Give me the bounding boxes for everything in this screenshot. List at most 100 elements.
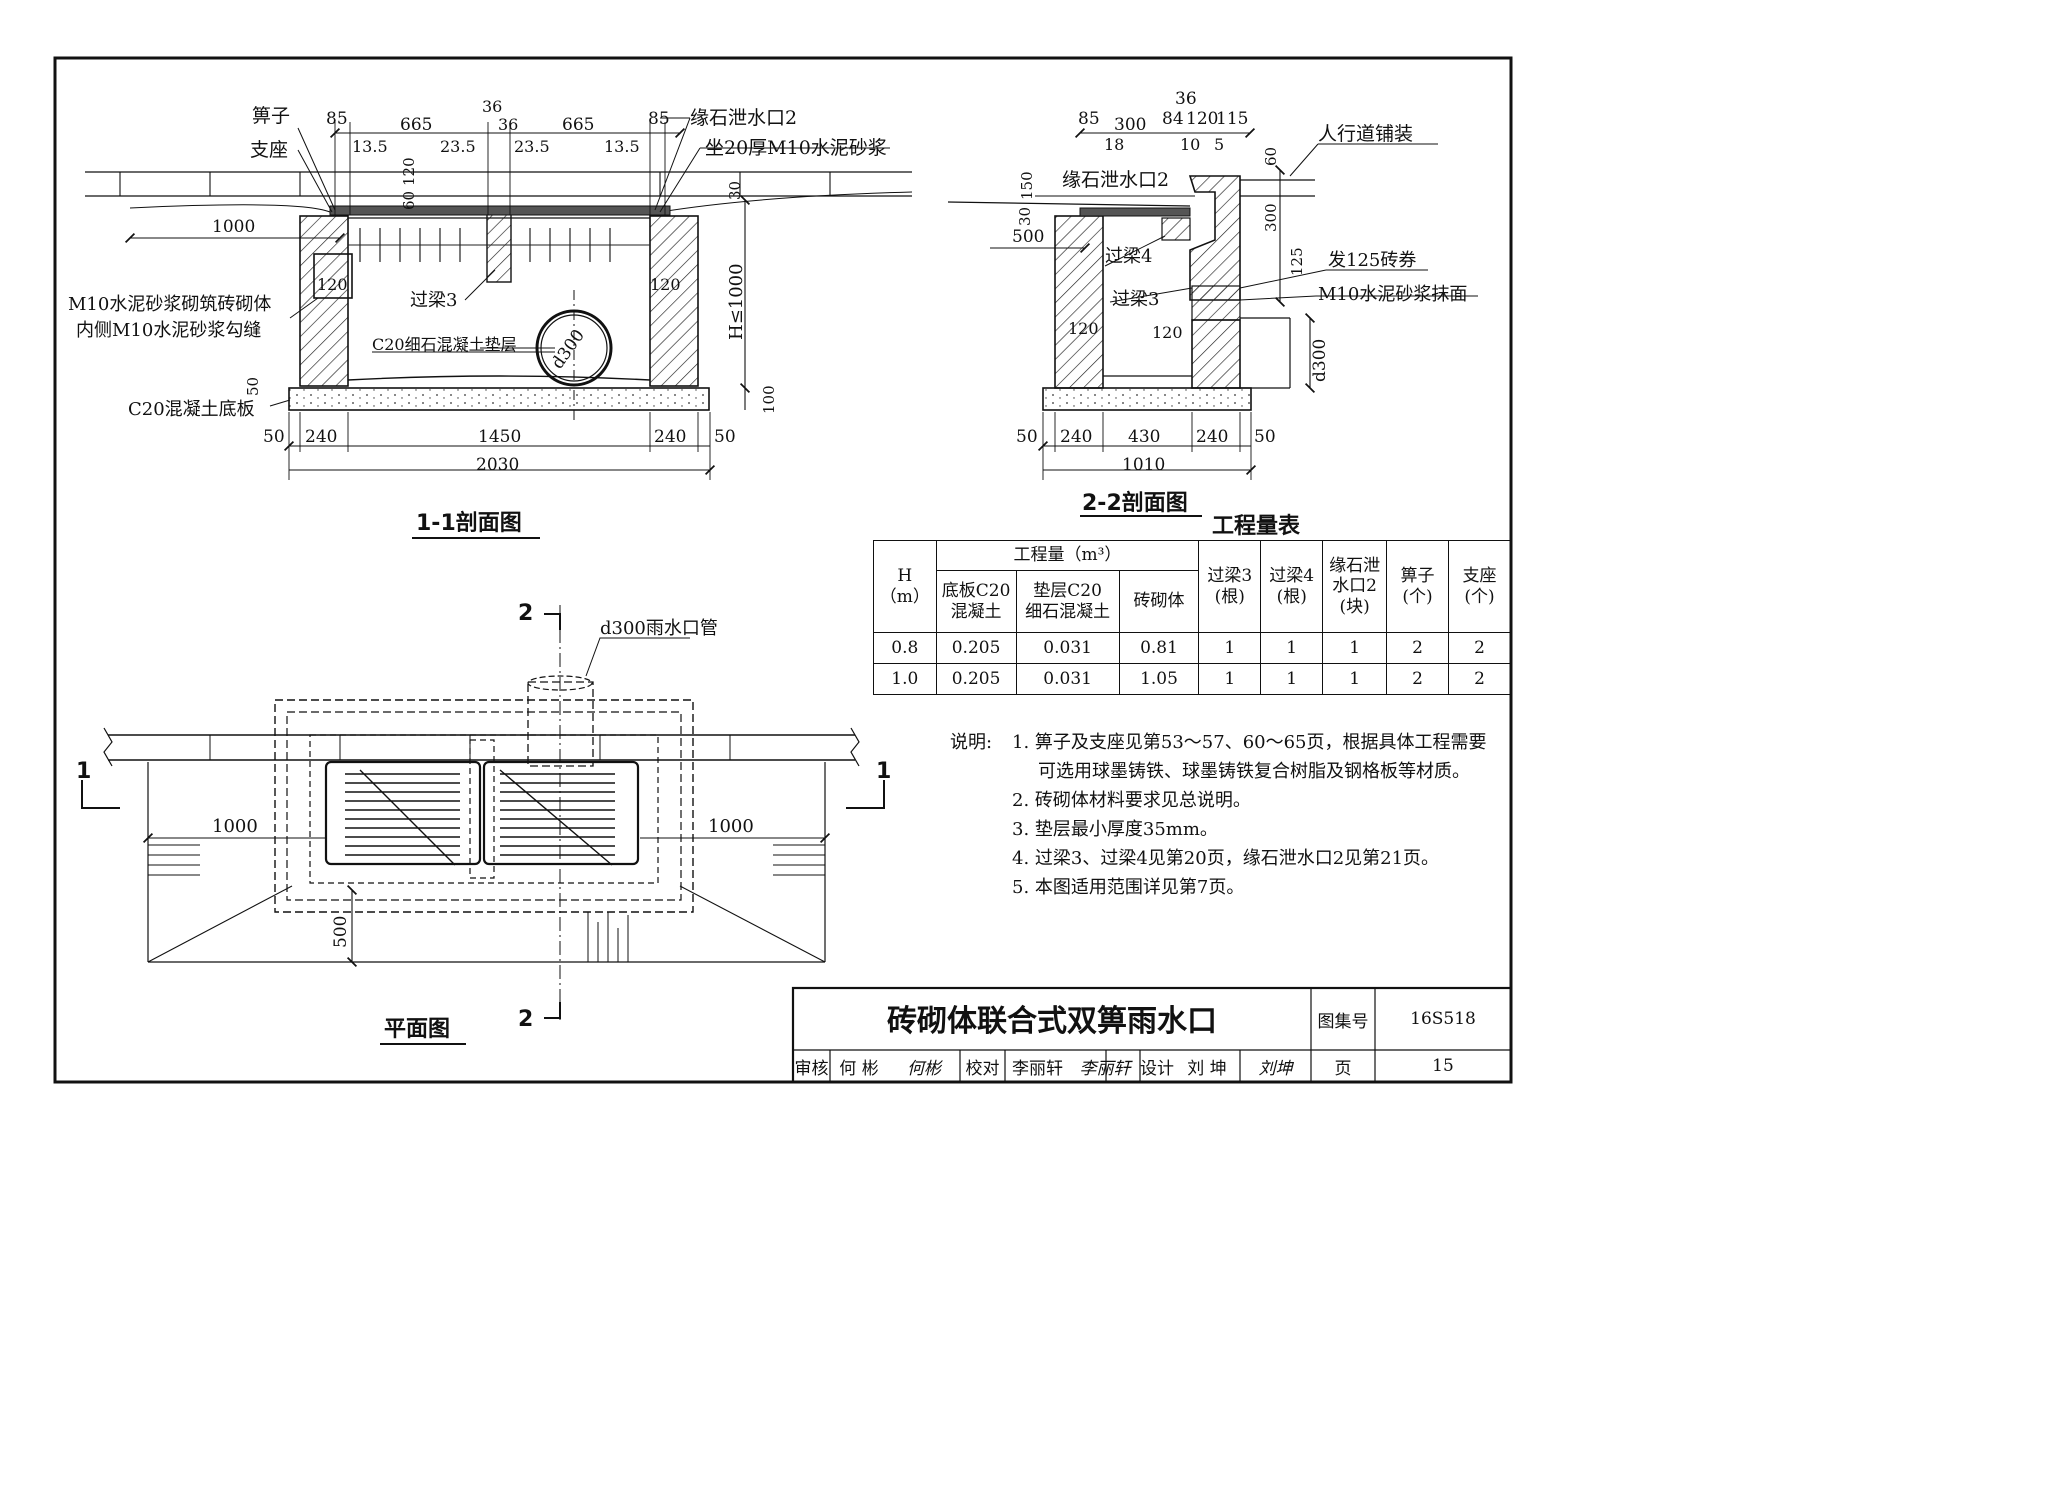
- dim: 120: [650, 275, 681, 294]
- grate-section: [329, 205, 671, 216]
- notes-label: 说明:: [950, 732, 993, 753]
- base-slab: [288, 387, 710, 411]
- label-curb-outlet: 缘石泄水口2: [690, 107, 797, 129]
- dim: 36: [1175, 89, 1197, 109]
- label-pipe-2: d300: [1310, 339, 1330, 382]
- label-base-slab: C20混凝土底板: [128, 399, 255, 420]
- designer-name: 刘 坤: [1187, 1058, 1227, 1079]
- label-mortar-bed: 坐20厚M10水泥砂浆: [705, 137, 887, 159]
- label-beam4: 过梁4: [1105, 246, 1152, 267]
- page-label: 页: [1334, 1058, 1352, 1079]
- dim: 85: [648, 109, 670, 129]
- dim: 300: [1114, 115, 1146, 135]
- left-wall-2: [1054, 215, 1104, 389]
- dim: 120: [1068, 319, 1099, 338]
- header-h: H（m）: [873, 540, 937, 633]
- note-item: 2. 砖砌体材料要求见总说明。: [1012, 790, 1251, 811]
- header-grate: 箅子(个): [1386, 540, 1449, 633]
- cell-outlet: 1: [1322, 632, 1388, 664]
- header-quantity-group: 工程量（m³）: [935, 540, 1200, 571]
- cell-h: 1.0: [873, 663, 937, 695]
- dim: 5: [1214, 135, 1224, 154]
- design-label: 设计: [1140, 1058, 1174, 1079]
- label-pointing: 内侧M10水泥砂浆勾缝: [76, 320, 261, 341]
- quantity-table-title: 工程量表: [1212, 514, 1301, 539]
- dim: 120: [1152, 323, 1183, 342]
- base-slab-2: [1042, 387, 1252, 411]
- section-1-1: 箅子 支座 缘石泄水口2 坐20厚M10水泥砂浆 M10水泥砂浆砌筑砖砌体 内侧…: [68, 97, 913, 539]
- label-height: H≤1000: [726, 263, 747, 340]
- atlas-number: 16S518: [1410, 1009, 1476, 1029]
- note-item: 4. 过梁3、过梁4见第20页，缘石泄水口2见第21页。: [1012, 848, 1440, 869]
- cut-2-top: 2: [518, 601, 533, 626]
- dim: 1010: [1122, 455, 1165, 475]
- header-beam4: 过梁4(根): [1260, 540, 1324, 633]
- arch-brick: [1191, 285, 1241, 321]
- cell-grate: 2: [1386, 632, 1449, 664]
- label-paving: 人行道铺装: [1318, 123, 1413, 145]
- dim: 85: [326, 109, 348, 129]
- header-outlet: 缘石泄水口2(块): [1322, 540, 1388, 633]
- cell-bed: 0.031: [1015, 632, 1120, 664]
- note-item: 1. 箅子及支座见第53～57、60～65页，根据具体工程需要可选用球墨铸铁、球…: [1012, 732, 1487, 782]
- label-arch: 发125砖券: [1328, 250, 1416, 271]
- dim: 500: [1012, 227, 1044, 247]
- left-wall: [299, 215, 349, 387]
- cut-1-left: 1: [76, 759, 91, 784]
- dim: 1450: [478, 427, 521, 447]
- table-row: 0.8 0.205 0.031 0.81 1 1 1 2 2: [873, 632, 1512, 664]
- cell-h: 0.8: [873, 632, 937, 664]
- atlas-label: 图集号: [1317, 1011, 1369, 1032]
- dim: 50: [1254, 427, 1276, 447]
- dim: 50: [714, 427, 736, 447]
- beam3-center: [486, 211, 512, 283]
- dim: 240: [654, 427, 686, 447]
- cell-base: 0.205: [935, 663, 1017, 695]
- dim: 85: [1078, 109, 1100, 129]
- reviewer-name: 何 彬: [839, 1058, 879, 1079]
- dim: 500: [331, 916, 351, 948]
- cell-base: 0.205: [935, 632, 1017, 664]
- dim: 50: [244, 377, 262, 396]
- dim: 50: [263, 427, 285, 447]
- section-1-1-title: 1-1剖面图: [416, 510, 522, 536]
- section-2-2: 人行道铺装 缘石泄水口2 过梁4 过梁3 发125砖券 M10水泥砂浆抹面 d3…: [947, 89, 1478, 517]
- dim: 60: [1262, 147, 1280, 166]
- cell-beam4: 1: [1260, 663, 1324, 695]
- dim: 50: [1016, 427, 1038, 447]
- dim: 120: [400, 157, 418, 186]
- dim: 36: [482, 97, 502, 116]
- label-brick-wall: M10水泥砂浆砌筑砖砌体: [68, 294, 271, 315]
- header-seat: 支座(个): [1447, 540, 1512, 633]
- label-pipe: d300: [548, 326, 589, 373]
- dim: 300: [1262, 203, 1280, 232]
- dim: 13.5: [352, 137, 388, 156]
- dim: 10: [1180, 135, 1200, 154]
- cell-seat: 2: [1447, 632, 1512, 664]
- dim: 23.5: [440, 137, 476, 156]
- dim: 120: [1186, 109, 1218, 129]
- dim: 115: [1216, 109, 1248, 129]
- notes-block: 说明: 1. 箅子及支座见第53～57、60～65页，根据具体工程需要可选用球墨…: [950, 728, 1490, 902]
- dim: 30: [1016, 207, 1034, 226]
- title-block-frame: [791, 986, 1513, 1084]
- reviewer-signature: 何彬: [907, 1058, 941, 1079]
- note-item: 5. 本图适用范围详见第7页。: [1012, 877, 1245, 898]
- plan-pipe-label: d300雨水口管: [600, 618, 718, 639]
- dim: 120: [317, 275, 348, 294]
- check-label: 校对: [965, 1058, 1000, 1079]
- beam4: [1161, 217, 1191, 241]
- right-wall-2: [1191, 319, 1241, 389]
- drawing-title: 砖砌体联合式双箅雨水口: [887, 1004, 1217, 1039]
- right-wall: [649, 215, 699, 387]
- cell-brick: 1.05: [1118, 663, 1200, 695]
- dim: 13.5: [604, 137, 640, 156]
- plan-title: 平面图: [384, 1017, 450, 1042]
- dim: 100: [760, 385, 778, 414]
- cell-seat: 2: [1447, 663, 1512, 695]
- dim: 665: [400, 115, 432, 135]
- note-item: 3. 垫层最小厚度35mm。: [1012, 819, 1218, 840]
- curb-outlet-2: [1188, 175, 1241, 301]
- dim: 240: [1196, 427, 1228, 447]
